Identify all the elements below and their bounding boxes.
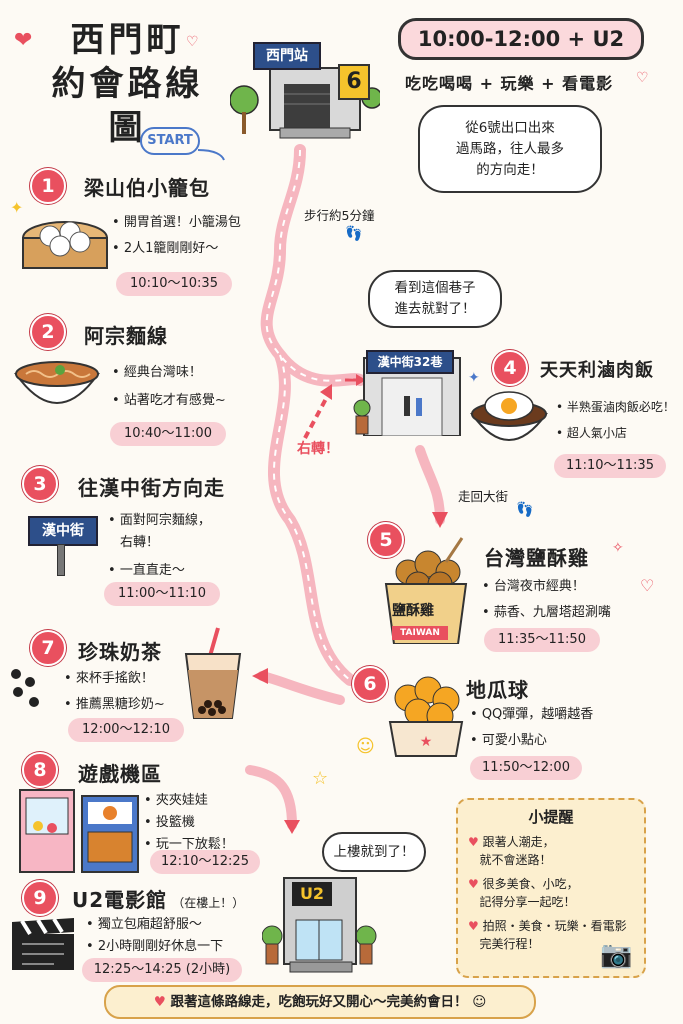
stop-6-name: 地瓜球 (466, 678, 529, 702)
stop-5-number: 5 (368, 522, 404, 558)
time-range-banner: 10:00-12:00 + U2 (398, 18, 644, 60)
stop-4-name: 天天利滷肉飯 (540, 360, 654, 381)
tapioca-pearls-icon (8, 662, 58, 712)
noodle-bowl-icon (14, 361, 100, 404)
heart-icon: ♥ (153, 994, 171, 1010)
fried-chicken-bag-icon (384, 537, 468, 644)
sparkle-icon: ✦ (10, 198, 24, 217)
arrow-down-icon (432, 512, 448, 528)
footprints-icon: 👣 (345, 226, 363, 242)
street-sign: 漢中街 (28, 516, 98, 546)
camera-icon: 📷 (600, 940, 633, 970)
turn-right-note: 右轉！ (297, 441, 339, 457)
station-sign: 西門站 (253, 42, 321, 70)
stop-3-bullets: 面對阿宗麵線， 右轉！ 一直直走～ (108, 510, 211, 582)
stop-4-bullets: 半熟蛋滷肉飯必吃！ 超人氣小店 (556, 396, 675, 444)
sparkle-icon: ✦ (468, 370, 480, 386)
arrow-down-icon (284, 820, 300, 834)
alley-bubble: 看到這個巷子進去就對了！ (368, 270, 502, 328)
page-title: 西門町 約會路線圖 (51, 20, 204, 148)
stop-3-number: 3 (22, 466, 58, 502)
sign-pole (57, 544, 65, 576)
tip-item: ♥ 跟著人潮走， 就不會迷路！ (468, 835, 555, 867)
stop-1-number: 1 (30, 168, 66, 204)
stop-6-time: 11:50～12:00 (470, 756, 582, 780)
upstairs-bubble: 上樓就到了！ (322, 832, 426, 872)
back-to-street-note: 走回大街 (458, 489, 509, 504)
stop-1-bullets: 開胃首選！小籠湯包 2人1籠剛剛好～ (112, 212, 241, 260)
stop-8-name: 遊戲機區 (78, 762, 162, 786)
smiley-icon: ☺ (356, 736, 375, 757)
stop-7-time: 12:00～12:10 (68, 718, 184, 742)
stop-9-time: 12:25～14:25 (2小時) (82, 958, 242, 982)
star-icon: ☆ (312, 768, 329, 789)
stop-2-time: 10:40～11:00 (110, 422, 226, 446)
stop-9-name-note: （在樓上！） (172, 896, 245, 910)
stop-8-number: 8 (22, 752, 58, 788)
arcade-machines-icon (19, 789, 139, 873)
arrow-right-icon (356, 374, 366, 386)
chicken-bag-sub: TAIWAN (392, 626, 448, 640)
bubble-tea-icon (184, 627, 242, 719)
walk-time-note: 步行約5分鐘 (304, 208, 375, 223)
heart-icon: ♡ (186, 34, 199, 50)
stop-8-bullets: 夾夾娃娃 投籃機 玩一下放鬆！ (144, 790, 234, 856)
arrow-up-icon (320, 384, 332, 400)
heart-icon: ❤ (14, 28, 33, 53)
braised-pork-rice-icon (470, 391, 548, 441)
chicken-bag-label: 鹽酥雞 (392, 603, 434, 619)
tip-item: ♥ 很多美食、小吃， 記得分享一起吃！ (468, 877, 579, 909)
stop-7-number: 7 (30, 630, 66, 666)
stop-4-time: 11:10～11:35 (554, 454, 666, 478)
stop-2-name: 阿宗麵線 (84, 324, 168, 348)
svg-text:★: ★ (420, 734, 433, 750)
stop-5-name: 台灣鹽酥雞 (484, 546, 589, 570)
exit-direction-bubble: 從6號出口出來過馬路，往人最多的方向走！ (418, 105, 602, 193)
stop-6-bullets: QQ彈彈，越嚼越香 可愛小點心 (470, 704, 593, 752)
stop-6-number: 6 (352, 666, 388, 702)
alley-sign: 漢中街32巷 (366, 350, 454, 374)
u2-sign: U2 (292, 882, 332, 906)
tips-box: 小提醒 ♥ 跟著人潮走， 就不會迷路！ ♥ 很多美食、小吃， 記得分享一起吃！ … (456, 798, 646, 978)
stop-2-number: 2 (30, 314, 66, 350)
heart-icon: ♡ (640, 576, 655, 595)
heart-icon: ♡ (636, 70, 649, 86)
stop-5-time: 11:35～11:50 (484, 628, 600, 652)
stop-9-bullets: 獨立包廂超舒服～ 2小時剛剛好休息一下 (86, 914, 223, 958)
footprints-icon: 👣 (516, 502, 534, 518)
footer-banner: ♥ 跟著這條路線走，吃飽玩好又開心～完美約會日！ ☺ (104, 985, 536, 1019)
arrow-left-icon (252, 668, 268, 684)
tips-title: 小提醒 (528, 808, 574, 826)
exit-number-badge: 6 (338, 64, 370, 100)
stop-7-name: 珍珠奶茶 (78, 640, 162, 664)
stop-2-bullets: 經典台灣味！ 站著吃才有感覺~ (112, 362, 226, 412)
stop-9-name: U2電影館 (72, 888, 168, 912)
stop-8-time: 12:10～12:25 (150, 850, 260, 874)
stop-4-number: 4 (492, 350, 528, 386)
stop-5-bullets: 台灣夜市經典！ 蒜香、九層塔超涮嘴 (482, 576, 611, 624)
stop-3-name: 往漢中街方向走 (78, 476, 225, 500)
dumpling-steamer-icon (22, 221, 108, 269)
stop-3-time: 11:00～11:10 (104, 582, 220, 606)
smiley-icon: ☺ (467, 994, 487, 1010)
sweet-potato-balls-icon: ★ (388, 676, 464, 757)
clapperboard-icon (12, 917, 74, 970)
stop-9-number: 9 (22, 880, 58, 916)
start-label: START (140, 127, 200, 155)
stop-1-time: 10:10～10:35 (116, 272, 232, 296)
sparkle-icon: ✧ (612, 540, 624, 556)
header-subtitle: 吃吃喝喝 + 玩樂 + 看電影 (405, 74, 614, 93)
stop-7-bullets: 來杯手搖飲！ 推薦黑糖珍奶~ (64, 668, 165, 716)
tip-item: ♥ 拍照・美食・玩樂・看電影 完美行程！ (468, 919, 627, 951)
stop-9-heading: U2電影館 （在樓上！） (72, 884, 244, 913)
stop-1-name: 梁山伯小籠包 (84, 176, 210, 200)
